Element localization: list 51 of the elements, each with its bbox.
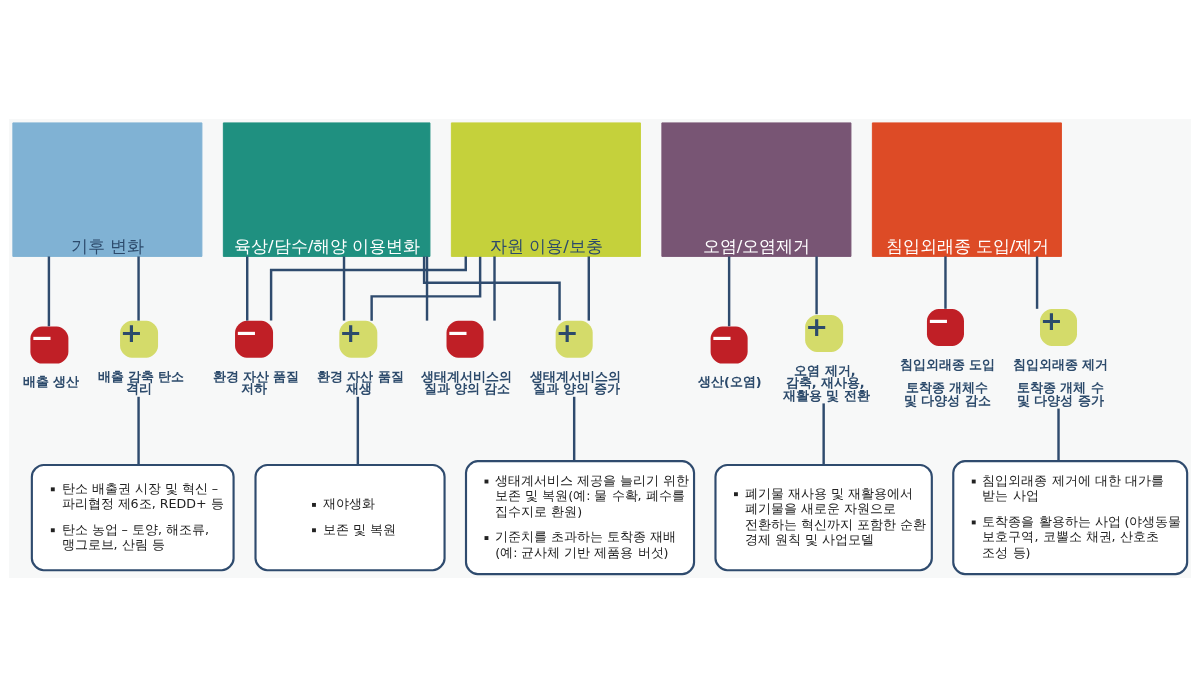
node-label: 생태계서비스의 질과 양의 증가 bbox=[530, 368, 622, 396]
connector bbox=[425, 256, 429, 321]
node-box: − bbox=[30, 326, 69, 364]
connector bbox=[137, 396, 140, 465]
node-box: + bbox=[555, 320, 593, 358]
node-label: 환경 자산 품질 재생 bbox=[316, 368, 404, 396]
node-box: 폐기물 재사용 및 재활용에서 폐기물을 새로운 자원으로 전환하는 혁신까지 포함한 순환 경제 원칙 및 사업모델 bbox=[714, 463, 933, 571]
node-label: 생태계서비스의 질과 양의 감소 bbox=[421, 368, 513, 396]
node-box: 탄소 배출권 시장 및 혁신 – 파리협정 제6조, REDD+ 등 탄소 농업 – 토양, 해조류, 맹그로브, 산림 등 bbox=[30, 463, 235, 571]
node-box: − bbox=[710, 326, 748, 364]
connector bbox=[587, 256, 590, 321]
node-box: − bbox=[446, 320, 484, 358]
connector bbox=[727, 256, 731, 326]
connector bbox=[572, 396, 576, 461]
node-box: 침입외래종 제거에 대한 대가를 받는 사업 토착종을 활용하는 사업 (야생동물 보호구역, 코뿔소 채권, 산호초 조성 등) bbox=[952, 459, 1189, 575]
node-label: 생산(오염) bbox=[697, 373, 762, 389]
connector bbox=[815, 256, 818, 314]
node-box: + bbox=[120, 320, 159, 358]
connector bbox=[1057, 408, 1060, 461]
connector bbox=[370, 256, 482, 321]
connector bbox=[342, 256, 346, 321]
connector bbox=[47, 256, 51, 326]
node-box: 오염/오염제거 bbox=[661, 121, 852, 257]
node-label: 오염 제거, 감축, 재사용, 재활용 및 전환 bbox=[782, 362, 870, 403]
node-box: 생태계서비스 제공을 늘리기 위한 보존 및 복원(예: 물 수확, 폐수를 집수지로 환원) 기준치를 초과하는 토착종 재배 (예: 균사체 기반 제품용 버섯) bbox=[464, 459, 696, 575]
connector bbox=[269, 255, 467, 321]
node-label: 침입외래종 도입 bbox=[899, 356, 996, 372]
connector bbox=[246, 256, 249, 321]
connector bbox=[422, 256, 561, 320]
node-label: 토착종 개체 수 및 다양성 증가 bbox=[1017, 379, 1104, 408]
node-box: + bbox=[1040, 308, 1078, 346]
connector bbox=[944, 256, 947, 309]
connector bbox=[137, 256, 140, 321]
connector bbox=[356, 396, 360, 465]
node-label: 토착종 개체수 및 다양성 감소 bbox=[904, 379, 991, 408]
node-box: + bbox=[805, 314, 844, 352]
node-box: − bbox=[235, 320, 274, 358]
node-label: 배출 감축 탄소 격리 bbox=[97, 368, 185, 396]
node-box: 육상/담수/해양 이용변화 bbox=[222, 121, 431, 257]
connector bbox=[1035, 256, 1039, 309]
node-label: 침입외래종 제거 bbox=[1012, 356, 1109, 372]
connector bbox=[493, 256, 496, 321]
node-box: + bbox=[339, 320, 378, 358]
node-box: 기후 변화 bbox=[12, 121, 203, 257]
node-label: 배출 생산 bbox=[22, 373, 79, 389]
node-box: 자원 이용/보충 bbox=[450, 121, 641, 257]
node-box: − bbox=[926, 308, 964, 346]
connector bbox=[822, 402, 825, 465]
node-box: 침입외래종 도입/제거 bbox=[871, 121, 1062, 257]
node-label: 환경 자산 품질 저하 bbox=[212, 368, 300, 396]
node-box: 재야생화 보존 및 복원 bbox=[254, 463, 446, 571]
